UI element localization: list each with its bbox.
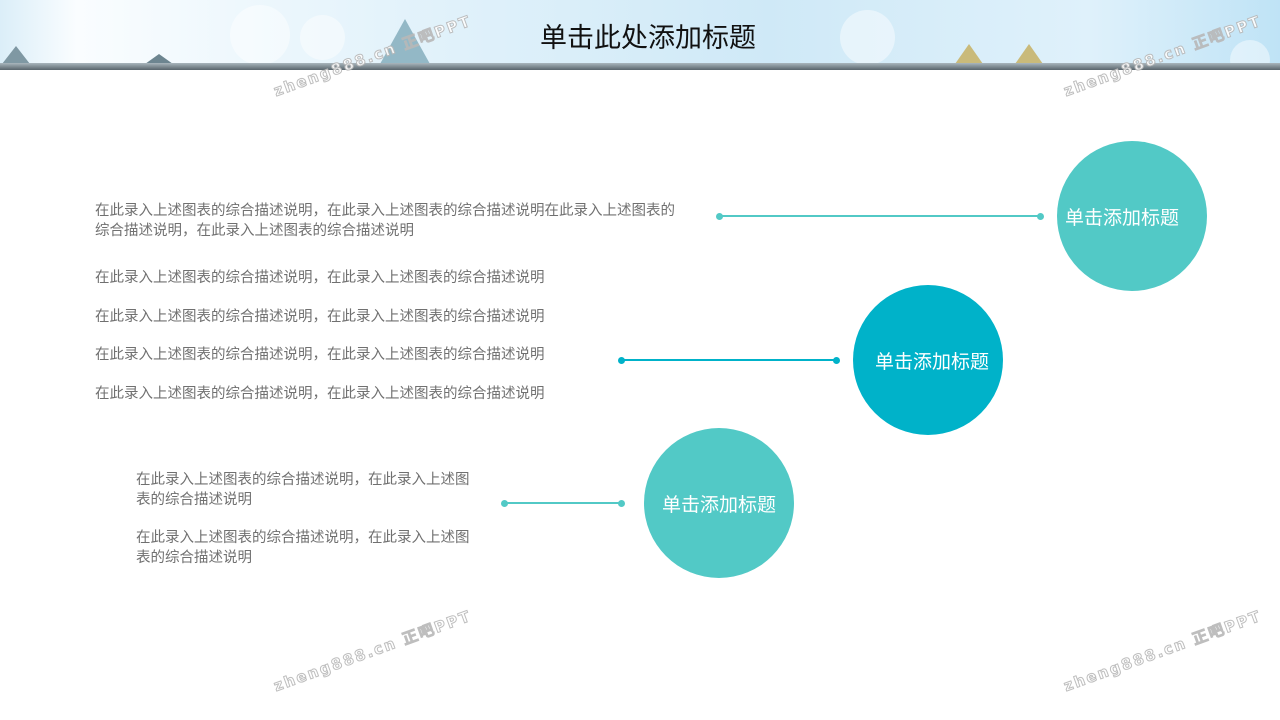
connector-dot [618,500,625,507]
circle-title-2[interactable]: 单击添加标题 [853,285,1003,435]
circle-title-3[interactable]: 单击添加标题 [644,428,794,578]
watermark: zheng888.cn 正吧PPT [271,606,475,696]
connector-line [504,502,621,504]
description-text[interactable]: 在此录入上述图表的综合描述说明，在此录入上述图表的综合描述说明 [95,270,545,286]
connector-dot [501,500,508,507]
connector-dot [1037,213,1044,220]
connector-dot [833,357,840,364]
page-title[interactable]: 单击此处添加标题 [540,23,756,54]
description-text[interactable]: 在此录入上述图表的综合描述说明，在此录入上述图表的综合描述说明在此录入上述图表的… [95,203,675,239]
watermark: zheng888.cn 正吧PPT [1061,606,1265,696]
description-text[interactable]: 在此录入上述图表的综合描述说明，在此录入上述图表的综合描述说明 [95,309,545,325]
connector-dot [716,213,723,220]
description-text[interactable]: 在此录入上述图表的综合描述说明，在此录入上述图表的综合描述说明 [95,386,545,402]
description-text[interactable]: 在此录入上述图表的综合描述说明，在此录入上述图表的综合描述说明 [95,347,545,363]
header-banner [0,0,1280,70]
connector-line [719,215,1040,217]
description-text[interactable]: 在此录入上述图表的综合描述说明，在此录入上述图表的综合描述说明 [136,472,470,508]
description-text[interactable]: 在此录入上述图表的综合描述说明，在此录入上述图表的综合描述说明 [136,530,470,566]
connector-dot [618,357,625,364]
connector-line [621,359,836,361]
circle-title-1[interactable]: 单击添加标题 [1057,141,1207,291]
